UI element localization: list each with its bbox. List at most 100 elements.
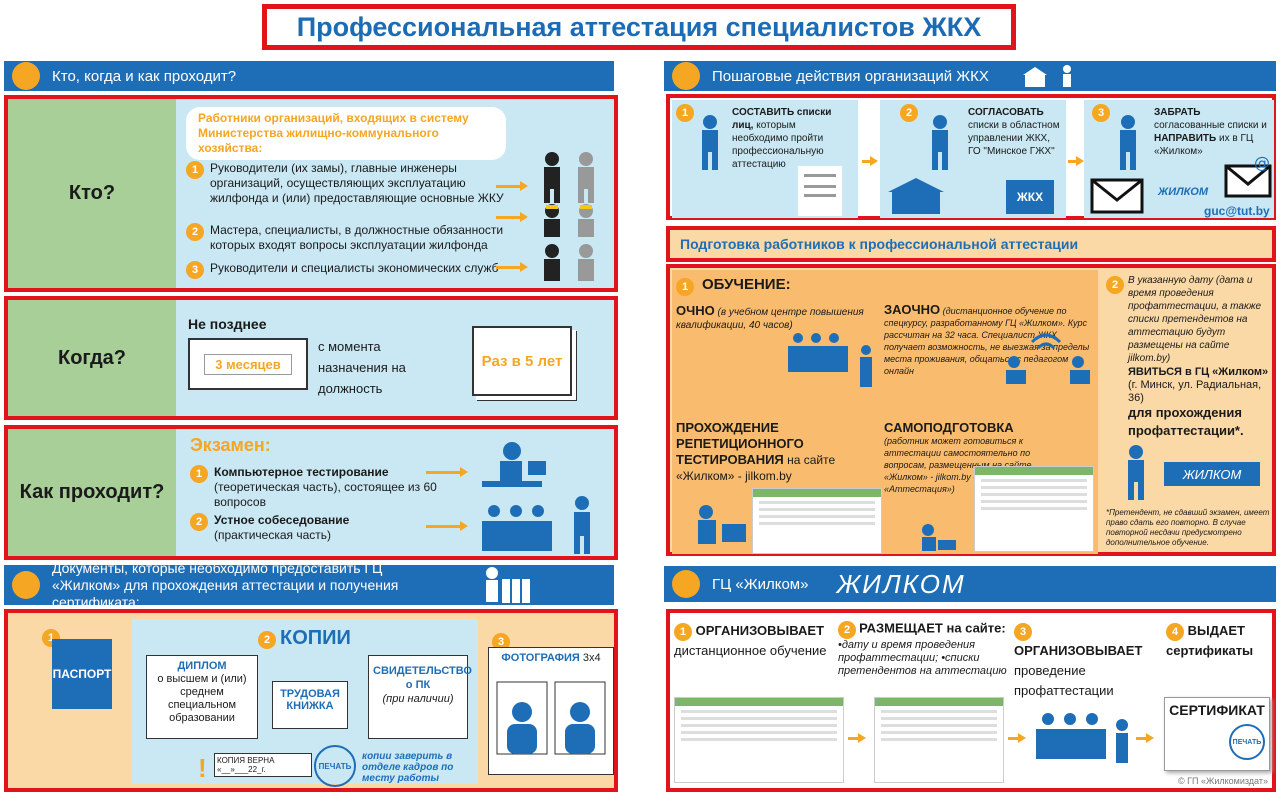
appear-area: 2 В указанную дату (дата и время проведе… bbox=[1106, 275, 1270, 547]
classroom-icon bbox=[788, 333, 872, 387]
building-person-icon bbox=[1022, 65, 1071, 87]
when-rest-text: с момента назначения на должность bbox=[318, 339, 406, 396]
who-label: Кто? bbox=[8, 99, 176, 288]
who-intro: Работники организаций, входящих в систем… bbox=[186, 107, 506, 160]
circle-icon bbox=[12, 62, 40, 90]
how-label: Как проходит? bbox=[8, 429, 176, 556]
zhilkom-logo-small: ЖИЛКОМ bbox=[1158, 186, 1209, 198]
learning-area: 1 ОБУЧЕНИЕ: ОЧНО (в учебном центре повыш… bbox=[672, 270, 1098, 554]
walking-person-icon bbox=[702, 115, 718, 170]
website-screenshot-1 bbox=[752, 488, 882, 554]
months-text: 3 месяцев bbox=[204, 354, 292, 375]
arrow-icon bbox=[1136, 733, 1154, 743]
right-section-header: Пошаговые действия организаций ЖКХ bbox=[664, 61, 1276, 91]
copies-title: КОПИИ bbox=[280, 627, 351, 649]
final-2: 2 РАЗМЕЩАЕТ на сайте:•дату и время прове… bbox=[838, 620, 1007, 677]
walking-person-icon bbox=[932, 115, 948, 170]
documents-person-icon bbox=[486, 567, 530, 603]
walking-person-icon bbox=[1128, 445, 1144, 500]
when-label: Когда? bbox=[8, 300, 176, 416]
date-text: В указанную дату (дата и время проведени… bbox=[1128, 275, 1262, 364]
certificate-image: СЕРТИФИКАТ ПЕЧАТЬ bbox=[1164, 697, 1270, 771]
docs-header: Документы, которые необходимо предостави… bbox=[4, 560, 614, 610]
workers-icon bbox=[544, 152, 594, 281]
step-1: 1 СОСТАВИТЬ списки лиц, которым необходи… bbox=[672, 100, 858, 218]
left-section-header: Кто, когда и как проходит? bbox=[4, 61, 614, 91]
right-header-text: Пошаговые действия организаций ЖКХ bbox=[712, 67, 989, 85]
online-learning-icon bbox=[1006, 333, 1090, 384]
docs-num-3: 3 bbox=[492, 633, 510, 651]
docs-header-text: Документы, которые необходимо предостави… bbox=[52, 559, 399, 610]
arrow-icon bbox=[426, 521, 468, 531]
certificate-card: СВИДЕТЕЛЬСТВО о ПК(при наличии) bbox=[368, 655, 472, 739]
passport-card: ПАСПОРТ bbox=[52, 639, 112, 709]
copy-stamp: КОПИЯ ВЕРНА«__»___22_г. bbox=[214, 753, 312, 777]
government-building-icon bbox=[888, 178, 944, 214]
stamp-icon: ПЕЧАТЬ bbox=[1229, 724, 1265, 760]
learning-title: ОБУЧЕНИЕ: bbox=[702, 276, 791, 293]
email-envelope-icon: @ bbox=[1224, 154, 1272, 198]
laptop-user-icon bbox=[922, 524, 956, 551]
arrow-icon bbox=[426, 467, 468, 477]
list-doc-icon bbox=[798, 166, 842, 216]
photo-portraits-icon bbox=[496, 681, 606, 755]
zhkh-icon: ЖКХ bbox=[1006, 180, 1054, 214]
exam-people-icon bbox=[482, 442, 590, 554]
self-text: САМОПОДГОТОВКА(работник может готовиться… bbox=[884, 420, 1032, 494]
zhilkom-header: ГЦ «Жилком» ЖИЛКОМ bbox=[664, 566, 1276, 602]
svg-text:@: @ bbox=[1254, 154, 1270, 172]
when-content: Не позднее 3 месяцев с момента назначени… bbox=[176, 300, 614, 416]
zhilkom-header-text: ГЦ «Жилком» bbox=[712, 575, 809, 593]
zhilkom-logo: ЖИЛКОМ bbox=[1164, 462, 1260, 486]
copy-note: копии заверить в отделе кадров по месту … bbox=[362, 751, 454, 784]
circle-icon bbox=[672, 62, 700, 90]
exam-title: Экзамен: bbox=[190, 435, 271, 455]
circle-icon bbox=[672, 570, 700, 598]
who-content: Работники организаций, входящих в систем… bbox=[176, 99, 614, 288]
every-5-years: Раз в 5 лет bbox=[472, 326, 572, 396]
arrow-icon bbox=[496, 181, 528, 191]
circle-icon bbox=[12, 571, 40, 599]
page-title: Профессиональная аттестация специалистов… bbox=[296, 11, 982, 42]
arrow-icon bbox=[1008, 733, 1026, 743]
walking-person-icon bbox=[1120, 115, 1136, 170]
prep-header: Подготовка работников к профессиональной… bbox=[666, 226, 1276, 262]
computer-user-icon bbox=[698, 505, 746, 544]
ochno-text: ОЧНО (в учебном центре повышения квалифи… bbox=[676, 303, 864, 331]
who-panel: Кто? Работники организаций, входящих в с… bbox=[4, 95, 618, 292]
purpose-text: для прохождения профаттестации*. bbox=[1128, 405, 1244, 438]
rep-text: ПРОХОЖДЕНИЕ РЕПЕТИЦИОННОГО ТЕСТИРОВАНИЯ … bbox=[676, 420, 836, 483]
arrow-icon bbox=[862, 156, 878, 166]
arrow-icon bbox=[1068, 156, 1084, 166]
docs-num-2: 2 bbox=[258, 631, 276, 649]
arrow-icon bbox=[848, 733, 866, 743]
envelope-icon bbox=[1090, 178, 1144, 214]
photo-card: ФОТОГРАФИЯ 3x4 bbox=[488, 647, 614, 775]
website-screenshot-2 bbox=[974, 466, 1094, 552]
zaochno-text: ЗАОЧНО (дистанционное обучение по спецку… bbox=[884, 302, 1090, 376]
arrow-icon bbox=[496, 262, 528, 272]
workbook-card: ТРУДОВАЯ КНИЖКА bbox=[272, 681, 348, 729]
copyright: © ГП «Жилкомиздат» bbox=[1178, 776, 1268, 786]
email-address[interactable]: guc@tut.by bbox=[1204, 204, 1270, 218]
page-title-box: Профессиональная аттестация специалистов… bbox=[262, 4, 1016, 50]
exclamation-icon: ! bbox=[198, 753, 207, 783]
arrow-icon bbox=[496, 212, 528, 222]
when-panel: Когда? Не позднее 3 месяцев с момента на… bbox=[4, 296, 618, 420]
stamp-icon: ПЕЧАТЬ bbox=[314, 745, 356, 787]
not-later-text: Не позднее bbox=[188, 316, 267, 332]
step-3: 3 ЗАБРАТЬ согласованные списки и НАПРАВИ… bbox=[1084, 100, 1274, 218]
